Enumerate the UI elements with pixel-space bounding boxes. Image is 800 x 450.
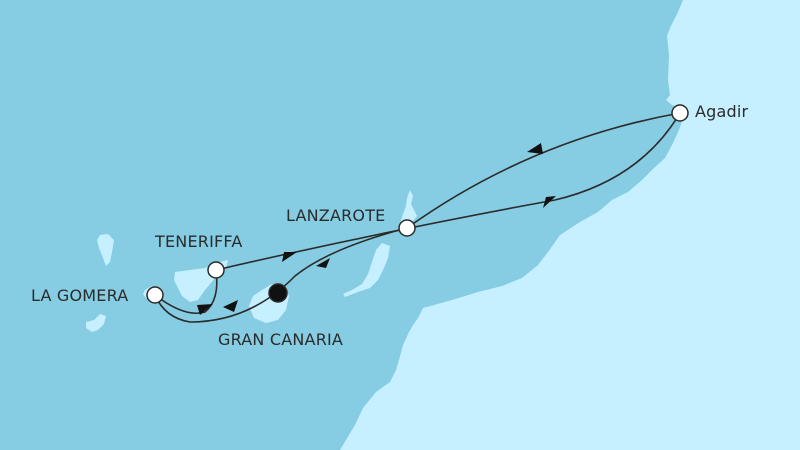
route-agadir-to-lanzarote bbox=[406, 112, 681, 229]
route-tenerife-to-agadir bbox=[215, 112, 681, 271]
arrow-icon bbox=[197, 304, 213, 315]
island-lanzarote bbox=[400, 190, 417, 228]
port-label-teneriffa: TENERIFFA bbox=[155, 232, 243, 251]
port-marker-lanzarote[interactable] bbox=[398, 219, 416, 237]
port-marker-teneriffa[interactable] bbox=[207, 261, 225, 279]
port-label-lanzarote: LANZAROTE bbox=[286, 206, 386, 225]
port-marker-agadir[interactable] bbox=[671, 104, 689, 122]
arrow-icon bbox=[282, 252, 297, 262]
arrow-icon bbox=[527, 143, 543, 154]
route-lagomera-to-tenerife bbox=[154, 269, 218, 314]
arrow-icon bbox=[543, 196, 556, 208]
sea-area bbox=[0, 0, 683, 450]
route-lanzarote-to-lagomera bbox=[154, 227, 408, 323]
route-arrows bbox=[197, 143, 556, 315]
route-lines bbox=[154, 112, 681, 323]
island-la-palma bbox=[97, 234, 114, 266]
port-marker-la-gomera[interactable] bbox=[146, 286, 164, 304]
arrow-icon bbox=[316, 258, 330, 268]
port-marker-gran-canaria[interactable] bbox=[268, 283, 288, 303]
island-el-hierro bbox=[86, 314, 106, 332]
port-label-la-gomera: LA GOMERA bbox=[31, 286, 129, 305]
arrow-icon bbox=[223, 300, 238, 312]
port-label-agadir: Agadir bbox=[695, 102, 749, 121]
island-fuerteventura bbox=[343, 243, 390, 297]
port-label-gran-canaria: GRAN CANARIA bbox=[218, 330, 344, 349]
